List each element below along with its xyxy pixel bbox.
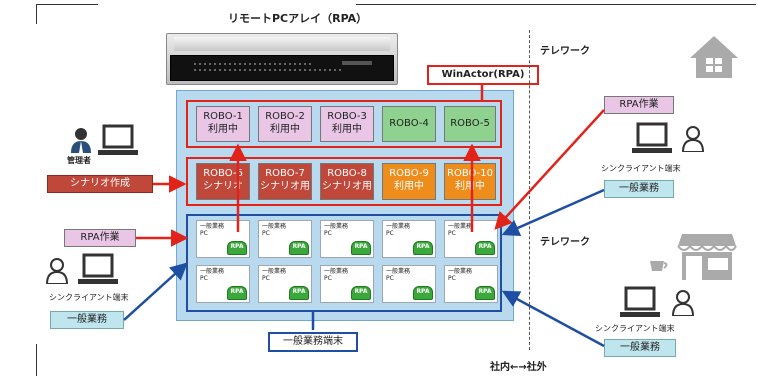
pc-cell-label: 一般業務	[200, 268, 225, 275]
server-icon	[166, 33, 398, 85]
pc-cell-pc-label: PC	[200, 230, 208, 237]
arrow-left-user-to-pc	[123, 262, 188, 321]
pc-cell-pc-label: PC	[324, 275, 332, 282]
right-bottom-person-icon	[671, 290, 695, 317]
left-person-icon	[45, 258, 69, 285]
pc-cell-pc-label: PC	[200, 275, 208, 282]
frame-line	[36, 344, 37, 376]
admin-laptop-icon	[98, 124, 138, 158]
telework-top-label: テレワーク	[540, 46, 590, 57]
rpa-badge-icon: RPA	[475, 286, 495, 300]
pc-area-label: 一般業務端末	[268, 332, 358, 352]
arrow-right-bottom-user-to-pc	[501, 290, 605, 348]
right-top-laptop-icon	[632, 122, 672, 156]
pc-cell-pc-label: PC	[324, 230, 332, 237]
robo-5: ROBO-5	[444, 106, 496, 142]
rpa-badge-icon: RPA	[351, 286, 371, 300]
pc-cell-pc-label: PC	[386, 230, 394, 237]
right-top-person-icon	[681, 126, 705, 153]
right-bottom-general-task-label: 一般業務	[604, 339, 676, 357]
pc-cell-label: 一般業務	[448, 268, 473, 275]
rpa-badge-icon: RPA	[351, 241, 371, 255]
pc-cell-label: 一般業務	[386, 268, 411, 275]
right-top-terminal-label: シンクライアント端末	[601, 164, 681, 173]
rpa-badge-icon: RPA	[289, 241, 309, 255]
shop-icon	[676, 232, 738, 282]
left-terminal-label: シンクライアント端末	[49, 293, 129, 302]
pc-cell-pc-label: PC	[386, 275, 394, 282]
pc-cell-label: 一般業務	[262, 268, 287, 275]
arrow-right-rpa-to-pc	[494, 109, 605, 230]
pc-cell-pc-label: PC	[448, 230, 456, 237]
house-icon	[688, 34, 740, 80]
robo-4: ROBO-4	[382, 106, 436, 142]
rpa-badge-icon: RPA	[227, 286, 247, 300]
frame-line	[356, 4, 756, 5]
pc-cell-label: 一般業務	[262, 223, 287, 230]
rpa-badge-icon: RPA	[413, 241, 433, 255]
left-rpa-task-label: RPA作業	[64, 229, 136, 247]
telework-bottom-label: テレワーク	[540, 237, 590, 248]
frame-line	[36, 4, 37, 24]
rpa-badge-icon: RPA	[289, 286, 309, 300]
right-top-general-task-label: 一般業務	[604, 180, 674, 198]
pc-cell-pc-label: PC	[262, 275, 270, 282]
left-general-task-label: 一般業務	[50, 311, 124, 329]
rpa-badge-icon: RPA	[227, 241, 247, 255]
pc-cell-label: 一般業務	[448, 223, 473, 230]
right-bottom-terminal-label: シンクライアント端末	[595, 324, 675, 333]
admin-person-icon	[70, 127, 92, 153]
rpa-badge-icon: RPA	[475, 241, 495, 255]
left-laptop-icon	[78, 253, 118, 287]
pc-cell-pc-label: PC	[262, 230, 270, 237]
pc-cell-label: 一般業務	[386, 223, 411, 230]
scenario-task-label: シナリオ作成	[47, 175, 153, 193]
pc-cell-label: 一般業務	[324, 223, 349, 230]
rpa-badge-icon: RPA	[413, 286, 433, 300]
server-title: リモートPCアレイ（RPA）	[228, 12, 368, 25]
pc-cell-pc-label: PC	[448, 275, 456, 282]
right-bottom-laptop-icon	[620, 286, 660, 320]
frame-line	[36, 4, 98, 5]
admin-label: 管理者	[67, 156, 91, 165]
arrow-right-top-user-to-pc	[501, 188, 605, 236]
inside-outside-label: 社内←→社外	[490, 362, 547, 373]
winactor-label: WinActor(RPA)	[427, 65, 539, 85]
pc-cell-label: 一般業務	[200, 223, 225, 230]
robo-row2-frame	[186, 157, 502, 206]
pc-cell-label: 一般業務	[324, 268, 349, 275]
right-rpa-task-label: RPA作業	[604, 96, 674, 114]
cup-icon	[648, 258, 670, 272]
robo-row1-frame	[186, 100, 502, 148]
